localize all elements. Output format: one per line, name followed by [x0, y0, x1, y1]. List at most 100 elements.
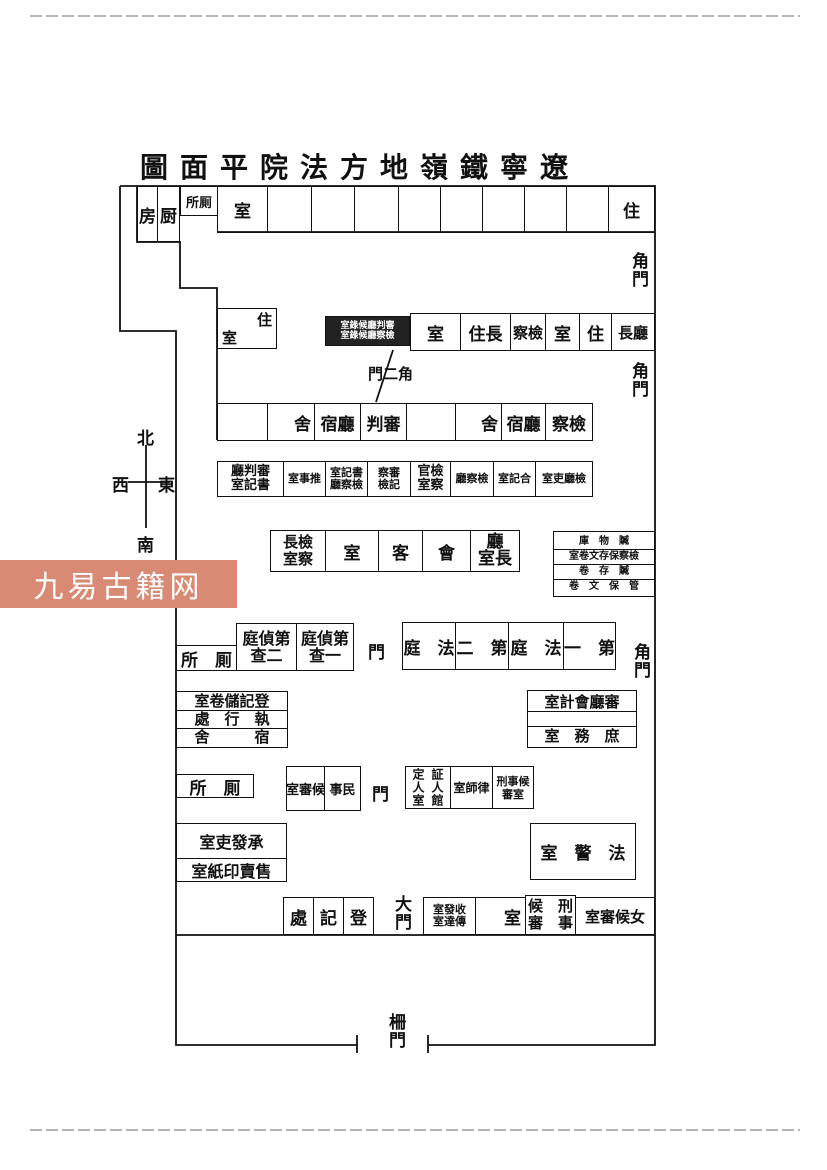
dorm-cell: 宿廳 — [501, 403, 546, 441]
court-1-b: 一 第 — [563, 622, 616, 670]
office-label: 室記合 — [498, 472, 531, 485]
room-label: 室師律 — [453, 781, 490, 795]
office-cell: 室記合 — [493, 461, 536, 497]
room-label: 室察 — [282, 550, 313, 568]
dorm-label: 察檢 — [552, 414, 586, 435]
upper-cell-label: 長廳 — [617, 323, 648, 342]
court-label: 庭偵第 — [242, 629, 291, 648]
civil-waiting-a: 室審候 — [286, 766, 325, 811]
top-room-label: 室 — [234, 202, 251, 222]
office-cell: 廳察檢 — [450, 461, 494, 497]
court-label: 庭 法 — [403, 638, 455, 659]
court-2-b: 二 第 — [455, 622, 509, 670]
compass-west: 西 — [112, 476, 129, 496]
office-label: 察審 — [378, 466, 400, 479]
upper-cell: 住 — [579, 313, 612, 351]
court-gate: 門 — [368, 643, 385, 663]
room-label: 室 警 法 — [540, 844, 626, 864]
room-label: 客 — [392, 543, 409, 564]
storage-label: 卷 文 保 管 — [569, 580, 639, 592]
police-room: 室 警 法 — [530, 823, 636, 880]
upper-cell: 長廳 — [611, 313, 655, 351]
dorm-cell: 舍 — [267, 403, 315, 441]
room-label: 審 事 — [527, 914, 573, 932]
registry-label: 處 行 執 — [177, 711, 287, 729]
criminal-waiting-room: 刑事候審室 — [492, 766, 534, 809]
kitchen-label: 厨 — [160, 206, 177, 227]
room-label: 室發收 — [433, 903, 466, 916]
side-gate-1: 角門 — [628, 252, 648, 288]
office-label: 檢記 — [378, 478, 400, 491]
registration-cell: 登 — [343, 897, 374, 935]
room-left-label: 室 — [222, 328, 238, 347]
front-room: 室 — [475, 897, 526, 935]
dorm-cell — [217, 403, 268, 441]
prosecutor-chief-room: 長檢室察 — [270, 530, 326, 572]
room-label: 候 刑 — [527, 897, 573, 915]
office-cell: 室記書廳察檢 — [325, 461, 368, 497]
court-label: 查二 — [250, 646, 283, 665]
office-label: 室記書 — [230, 478, 270, 493]
accounting-block: 室計會廳審 室 務 庶 — [527, 690, 637, 748]
top-cell — [482, 186, 525, 233]
side-gate-3: 角門 — [630, 643, 650, 679]
top-cell — [267, 186, 312, 233]
registration-cell: 記 — [313, 897, 344, 935]
dorm-label: 舍 — [294, 414, 311, 435]
women-waiting-room: 室審候女 — [575, 897, 655, 935]
reception-cell: 客 — [378, 530, 423, 572]
dorm-cell: 宿廳 — [314, 403, 361, 441]
office-cell: 室吏廳檢 — [535, 461, 593, 497]
top-cell — [524, 186, 567, 233]
stamp-office: 室紙印賣售 — [176, 858, 287, 882]
compass-south: 南 — [137, 536, 154, 556]
president-room: 廳室長 — [470, 530, 520, 572]
dorm-cell: 舍 — [455, 403, 502, 441]
office-label: 室察 — [417, 478, 444, 493]
office-cell: 官檢室察 — [410, 461, 451, 497]
toilet-label: 所 厠 — [181, 650, 232, 671]
office-label: 廳察檢 — [330, 478, 363, 491]
room-label: 室審候女 — [584, 907, 645, 926]
storage-label: 室卷文存保察檢 — [554, 550, 654, 565]
toilet-top: 所厠 — [180, 186, 218, 216]
toilet-west: 所 厠 — [176, 645, 237, 671]
lawyer-room: 室師律 — [450, 766, 493, 809]
court-label: 二 第 — [456, 638, 508, 659]
room-label: 會 — [438, 543, 455, 564]
compass-east: 東 — [158, 476, 175, 496]
upper-cell-label: 住 — [587, 324, 604, 345]
page-title: 圖面平院法方地嶺鐵寧遼 — [140, 151, 581, 184]
reception-cell: 會 — [422, 530, 471, 572]
room-label: 記 — [320, 908, 337, 929]
storage-label: 卷 存 贓 — [554, 565, 654, 580]
room-label: 室審候 — [286, 783, 325, 798]
office-cell: 察審檢記 — [367, 461, 411, 497]
toilet-label: 所 厠 — [189, 778, 241, 798]
watermark: 九易古籍网 — [0, 560, 237, 608]
top-cell — [440, 186, 483, 233]
fence-gate: 柵門 — [385, 1013, 405, 1049]
residence-top: 住 — [608, 186, 655, 233]
room-label: 室紙印賣售 — [191, 862, 272, 881]
dispatch-room: 室發收室達傳 — [423, 897, 476, 935]
waiting-rooms-small: 室錄候廳判審 室錄候廳察檢 — [325, 316, 410, 346]
room-label: 定人室 — [411, 768, 425, 807]
toilet-middle: 所 厠 — [176, 774, 254, 798]
top-room: 室 — [217, 186, 268, 233]
court-1-a: 庭 法 — [508, 622, 564, 670]
dorm-cell: 判審 — [360, 403, 407, 441]
evidence-storage: 庫 物 贓 室卷文存保察檢 卷 存 贓 卷 文 保 管 — [553, 531, 655, 597]
dorm-label: 宿廳 — [506, 414, 541, 435]
court-label: 一 第 — [564, 638, 615, 659]
storage-label: 庫 物 贓 — [554, 535, 654, 550]
room-label: 刑事候審室 — [496, 774, 530, 801]
room-label: 室長 — [478, 549, 512, 569]
room-label: 長檢 — [282, 533, 313, 551]
accounting-label: 室 務 庶 — [544, 727, 620, 745]
registration-cell: 處 — [283, 897, 314, 935]
dorm-cell: 察檢 — [545, 403, 593, 441]
room-label: 室吏發承 — [199, 833, 264, 852]
court-label: 庭 法 — [510, 638, 562, 659]
accounting-label: 室計會廳審 — [528, 693, 636, 712]
